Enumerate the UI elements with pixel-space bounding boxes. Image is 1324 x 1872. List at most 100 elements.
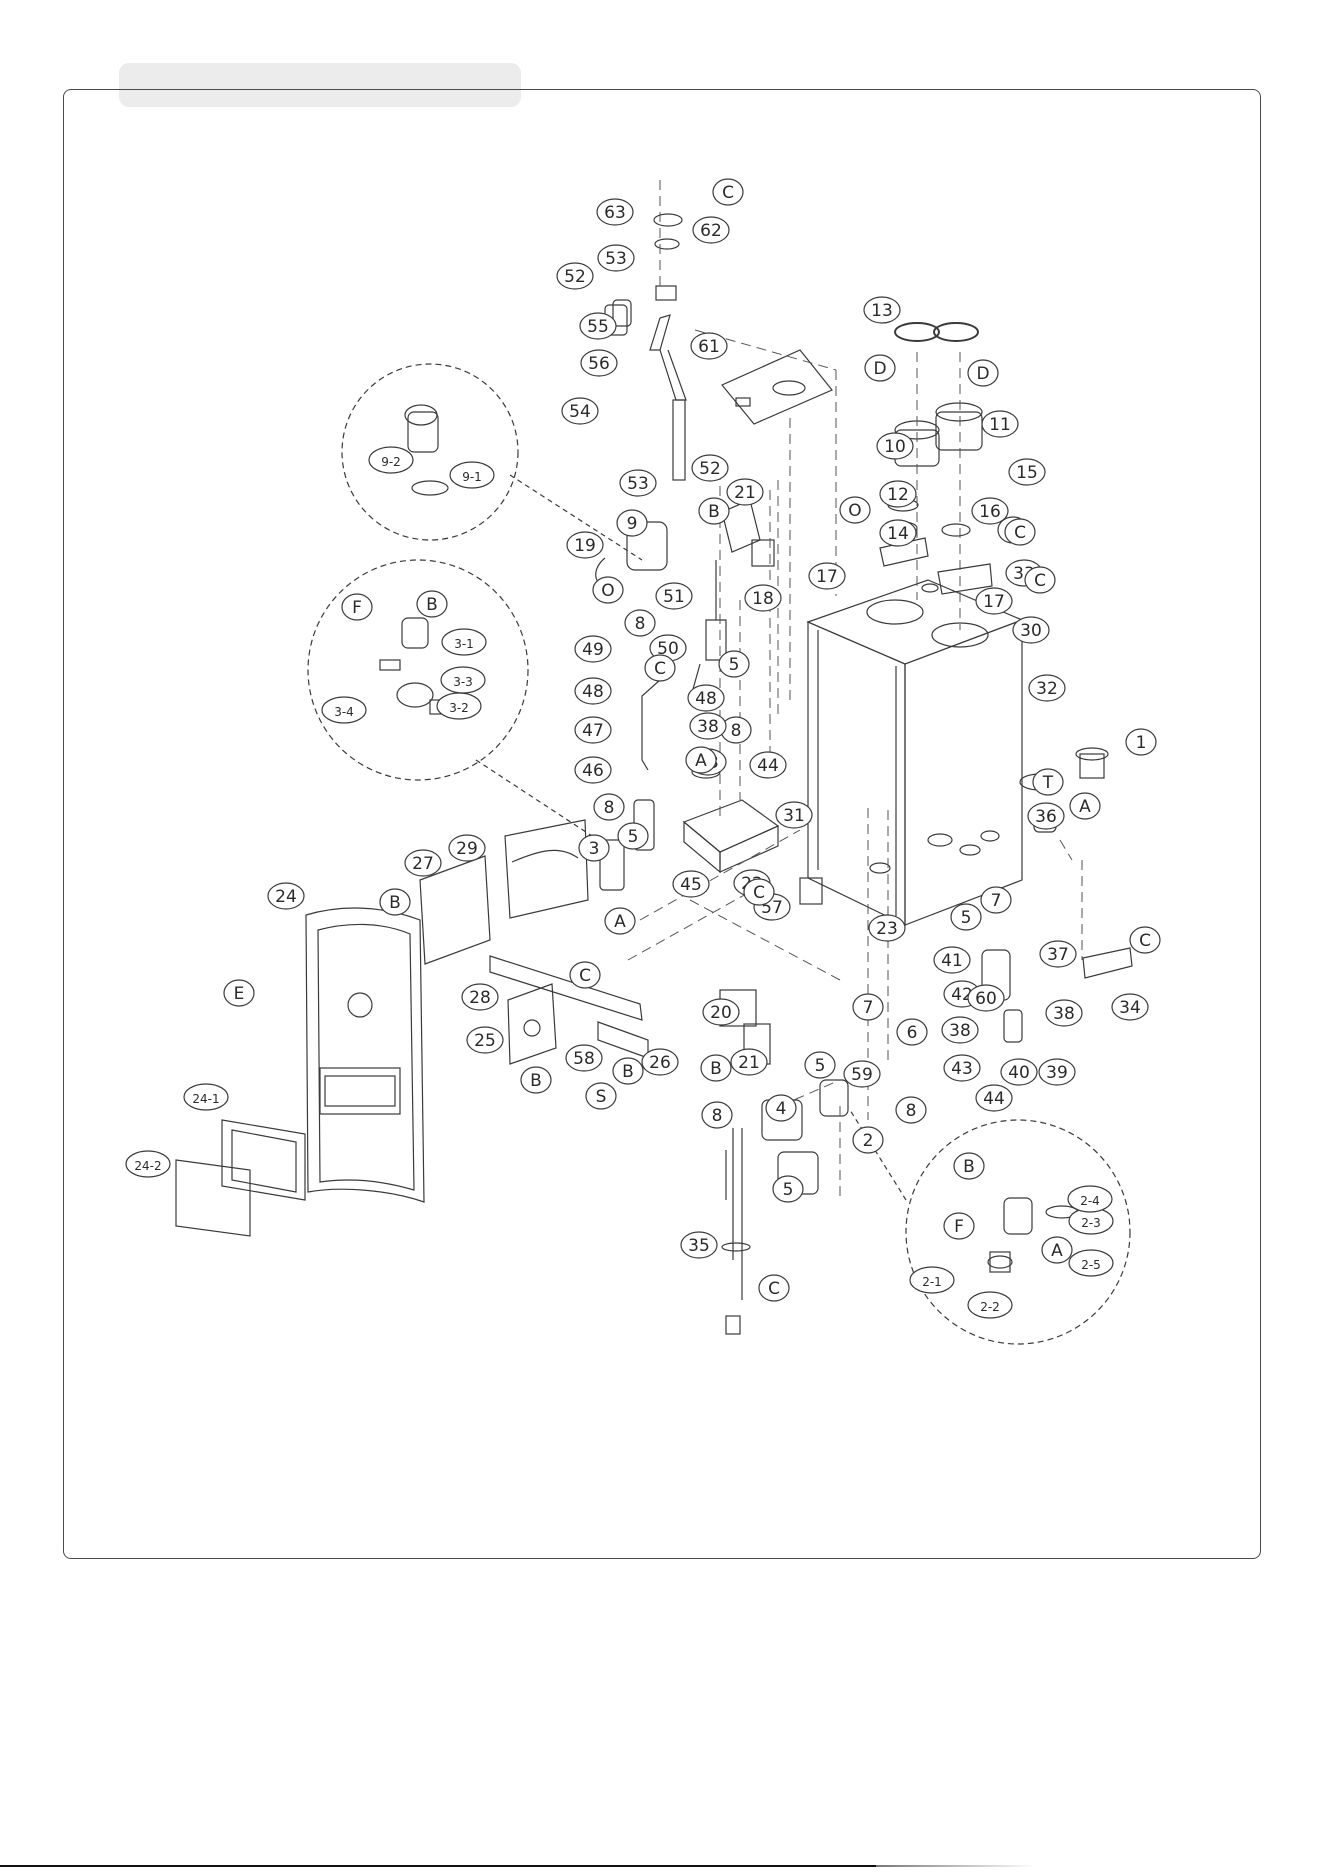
label-bubble-outline xyxy=(804,1051,836,1079)
label-text: 62 xyxy=(700,221,722,241)
label-text: 5 xyxy=(628,827,639,847)
label-bubble-outline xyxy=(617,822,649,850)
casing-side xyxy=(904,619,1023,926)
control-pcb xyxy=(419,855,491,965)
label-bubble: 9 xyxy=(616,509,648,537)
label-bubble-outline xyxy=(775,801,813,829)
label-text: A xyxy=(695,751,707,771)
label-bubble-outline xyxy=(879,519,917,547)
label-bubble: A xyxy=(685,746,717,774)
label-bubble-outline xyxy=(466,1026,504,1054)
label-bubble: 54 xyxy=(561,397,599,425)
label-bubble: 8 xyxy=(720,716,752,744)
label-bubble: A xyxy=(1041,1236,1073,1264)
label-bubble: 44 xyxy=(975,1084,1013,1112)
label-bubble-outline xyxy=(1045,999,1083,1027)
flue-pipe xyxy=(649,314,671,351)
label-text: 9 xyxy=(627,514,638,534)
label-text: 19 xyxy=(574,536,596,556)
label-bubble-outline xyxy=(967,359,999,387)
label-bubble: 8 xyxy=(895,1096,927,1124)
label-bubble-outline xyxy=(592,576,624,604)
label-bubble-outline xyxy=(868,914,906,942)
label-text: B xyxy=(389,893,401,913)
label-bubble-outline xyxy=(943,1054,981,1082)
label-bubble-outline xyxy=(690,332,728,360)
top-plate xyxy=(721,349,833,425)
label-text: 55 xyxy=(587,317,609,337)
label-bubble-outline xyxy=(712,178,744,206)
label-bubble-outline xyxy=(1125,728,1157,756)
label-bubble: 41 xyxy=(933,946,971,974)
label-bubble: 48 xyxy=(574,677,612,705)
label-bubble: 2-1 xyxy=(909,1266,955,1294)
label-bubble-outline xyxy=(730,1048,768,1076)
label-bubble: 36 xyxy=(1027,802,1065,830)
label-bubble-outline xyxy=(574,677,612,705)
label-bubble-outline xyxy=(672,870,710,898)
heat-exchanger xyxy=(682,799,780,853)
label-bubble-outline xyxy=(700,1054,732,1082)
label-text: 29 xyxy=(456,839,478,859)
label-text: 3-3 xyxy=(453,675,473,689)
label-bubble: 12 xyxy=(879,480,917,508)
label-text: B xyxy=(530,1071,542,1091)
label-bubble-outline xyxy=(569,961,601,989)
label-bubble-outline xyxy=(864,354,896,382)
label-text: 2-5 xyxy=(1081,1258,1101,1272)
label-bubble: 24-2 xyxy=(125,1150,171,1178)
label-bubble-outline xyxy=(843,1060,881,1088)
label-text: 59 xyxy=(851,1065,873,1085)
label-text: 3-4 xyxy=(334,705,354,719)
label-text: 7 xyxy=(991,891,1002,911)
label-text: C xyxy=(753,883,765,903)
label-bubble-outline xyxy=(267,882,305,910)
label-bubble: 63 xyxy=(596,198,634,226)
label-text: C xyxy=(654,659,666,679)
label-bubble: A xyxy=(1069,792,1101,820)
label-text: 2-1 xyxy=(922,1275,942,1289)
label-bubble-outline xyxy=(368,446,414,474)
label-text: 31 xyxy=(783,806,805,826)
label-text: 8 xyxy=(906,1101,917,1121)
label-bubble-outline xyxy=(975,587,1013,615)
label-bubble-outline xyxy=(701,1101,733,1129)
label-bubble: 51 xyxy=(655,582,693,610)
label-bubble: 5 xyxy=(617,822,649,850)
label-text: 38 xyxy=(697,717,719,737)
label-bubble: C xyxy=(758,1274,790,1302)
label-bubble: B xyxy=(379,888,411,916)
label-bubble: 37 xyxy=(1039,940,1077,968)
label-text: 24-1 xyxy=(192,1092,219,1106)
label-bubble-outline xyxy=(953,1152,985,1180)
label-text: 41 xyxy=(941,951,963,971)
label-bubble-outline xyxy=(967,984,1005,1012)
label-text: O xyxy=(601,581,614,601)
label-bubble: 15 xyxy=(1008,458,1046,486)
label-bubble: D xyxy=(967,359,999,387)
label-bubble: 43 xyxy=(943,1054,981,1082)
label-text: C xyxy=(1034,571,1046,591)
label-bubble: C xyxy=(1004,518,1036,546)
label-text: 49 xyxy=(582,640,604,660)
detail-circle-valve-2 xyxy=(905,1119,1131,1345)
label-text: 25 xyxy=(474,1031,496,1051)
label-bubble: 17 xyxy=(808,562,846,590)
label-text: 39 xyxy=(1046,1063,1068,1083)
label-bubble: E xyxy=(223,979,255,1007)
label-text: 37 xyxy=(1047,945,1069,965)
label-bubble: 14 xyxy=(879,519,917,547)
label-bubble: 3-3 xyxy=(440,666,486,694)
label-text: D xyxy=(873,359,886,379)
label-bubble: B xyxy=(953,1152,985,1180)
label-text: 10 xyxy=(884,437,906,457)
label-bubble: 61 xyxy=(690,332,728,360)
label-bubble-outline xyxy=(967,1291,1013,1319)
label-bubble-outline xyxy=(223,979,255,1007)
label-text: 8 xyxy=(712,1106,723,1126)
label-bubble: C xyxy=(743,878,775,906)
label-bubble-outline xyxy=(593,793,625,821)
label-text: 4 xyxy=(776,1099,787,1119)
front-cover xyxy=(305,907,425,1203)
label-text: C xyxy=(768,1279,780,1299)
